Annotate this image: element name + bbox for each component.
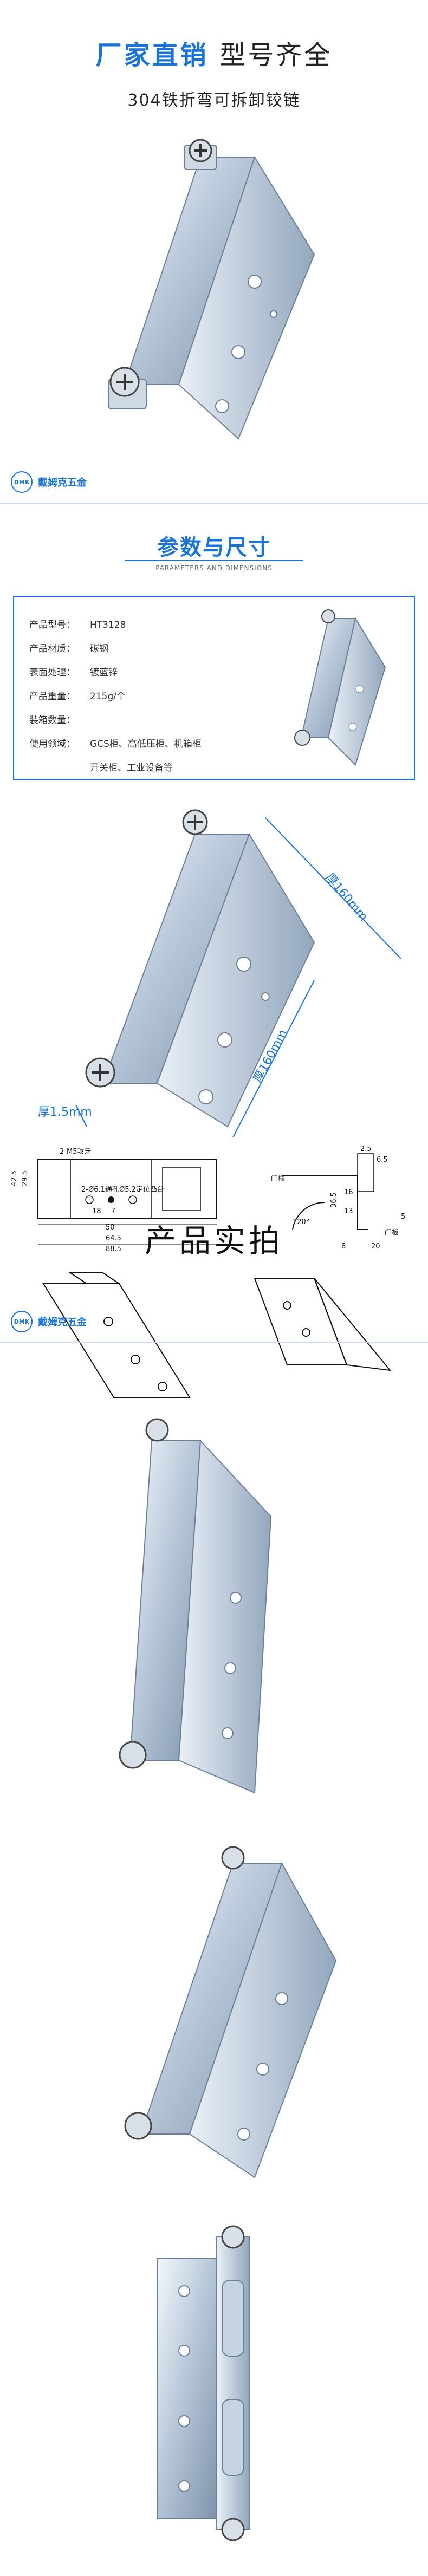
drawing-label: 5 <box>401 1213 405 1221</box>
brand-name: 戴姆克五金 <box>38 477 87 489</box>
drawing-label: 6.5 <box>377 1156 388 1164</box>
spec-row: 使用领域： GCS柜、高低压柜、机箱柜 <box>29 732 202 756</box>
spec-row: 装箱数量： <box>29 708 202 732</box>
page-title: 厂家直销 型号齐全 <box>0 34 428 71</box>
params-title: 参数与尺寸 <box>157 535 271 560</box>
drawing-label: 120° <box>293 1218 309 1226</box>
spec-key: 产品型号： <box>29 620 75 630</box>
spec-value: HT3128 <box>90 620 126 630</box>
drawing-label: 64.5 <box>106 1234 121 1243</box>
spec-value: 碳钢 <box>90 643 108 654</box>
drawing-label: 20 <box>371 1243 380 1251</box>
spec-row: 表面处理： 镀蓝锌 <box>29 661 202 685</box>
spec-value: 镀蓝锌 <box>90 667 118 678</box>
drawing-label: 36.5 <box>330 1192 338 1208</box>
spec-value: GCS柜、高低压柜、机箱柜 <box>90 739 202 750</box>
drawing-label: 2.5 <box>360 1145 372 1153</box>
spec-list: 产品型号： HT3128 产品材质： 碳钢 表面处理： 镀蓝锌 产品重量： 215g/个… <box>29 613 202 780</box>
title-highlight: 厂家直销 <box>95 40 209 70</box>
brand-logo: DMK <box>11 1311 33 1332</box>
drawing-label: Ø5.2定位凸台 <box>119 1186 164 1194</box>
divider <box>0 1342 428 1343</box>
params-divider <box>125 560 303 561</box>
brand-bar: DMK 戴姆克五金 <box>11 471 87 493</box>
drawing-label: 29.5 <box>21 1170 29 1186</box>
drawing-label: 门框 <box>271 1175 285 1183</box>
drawing-label: 门板 <box>385 1229 399 1237</box>
drawing-label: 42.5 <box>11 1170 18 1186</box>
product-photo-1 <box>119 1418 272 1794</box>
brand-logo: DMK <box>11 471 33 493</box>
drawing-label: 8 <box>341 1243 346 1251</box>
spec-row: 产品材质： 碳钢 <box>29 637 202 661</box>
spec-value: 215g/个 <box>90 691 126 702</box>
spec-row-continuation: 开关柜、工业设备等 <box>90 763 173 773</box>
spec-row: 产品型号： HT3128 <box>29 613 202 637</box>
drawing-label: 88.5 <box>106 1245 121 1253</box>
photos-title: 产品实拍 <box>144 1222 283 1259</box>
brand-name: 戴姆克五金 <box>38 1317 87 1328</box>
spec-box: 产品型号： HT3128 产品材质： 碳钢 表面处理： 镀蓝锌 产品重量： 215g/个… <box>13 596 415 780</box>
divider <box>0 503 428 504</box>
drawing-label: 16 <box>344 1188 353 1196</box>
spec-hinge-thumb <box>294 609 386 766</box>
product-photo-3 <box>157 2225 250 2541</box>
title-rest: 型号齐全 <box>219 40 333 70</box>
dimension-hinge-image: 厚160mm 厚160mm 厚1.5mm <box>38 809 401 1137</box>
spec-key: 产品材质： <box>29 643 75 654</box>
hero-hinge-image <box>108 139 315 440</box>
spec-key: 装箱数量： <box>29 715 75 726</box>
spec-key: 使用领域： <box>29 739 75 750</box>
brand-bar-2: DMK 戴姆克五金 <box>11 1311 87 1332</box>
dim-label-height: 厚160mm <box>322 871 370 924</box>
spec-key: 表面处理： <box>29 667 75 678</box>
spec-key: 产品重量： <box>29 691 75 702</box>
drawing-label: 2-M5攻牙 <box>60 1148 91 1156</box>
spec-row: 产品重量： 215g/个 <box>29 685 202 708</box>
params-subtitle: PARAMETERS AND DIMENSIONS <box>155 564 273 572</box>
drawing-label: 7 <box>111 1207 115 1215</box>
drawing-label: 50 <box>106 1224 115 1232</box>
dim-label-thickness: 厚1.5mm <box>38 1105 92 1119</box>
product-photo-2 <box>124 1846 337 2178</box>
drawing-label: 13 <box>344 1207 353 1215</box>
page-subtitle: 304铁折弯可拆卸铰链 <box>127 91 301 110</box>
drawing-label: 2-Ø6.1通孔 <box>81 1186 119 1194</box>
drawing-label: 18 <box>92 1207 101 1215</box>
technical-drawing: 2-M5攻牙 2-Ø6.1通孔 Ø5.2定位凸台 42.5 29.5 18 7 … <box>11 1145 405 1398</box>
